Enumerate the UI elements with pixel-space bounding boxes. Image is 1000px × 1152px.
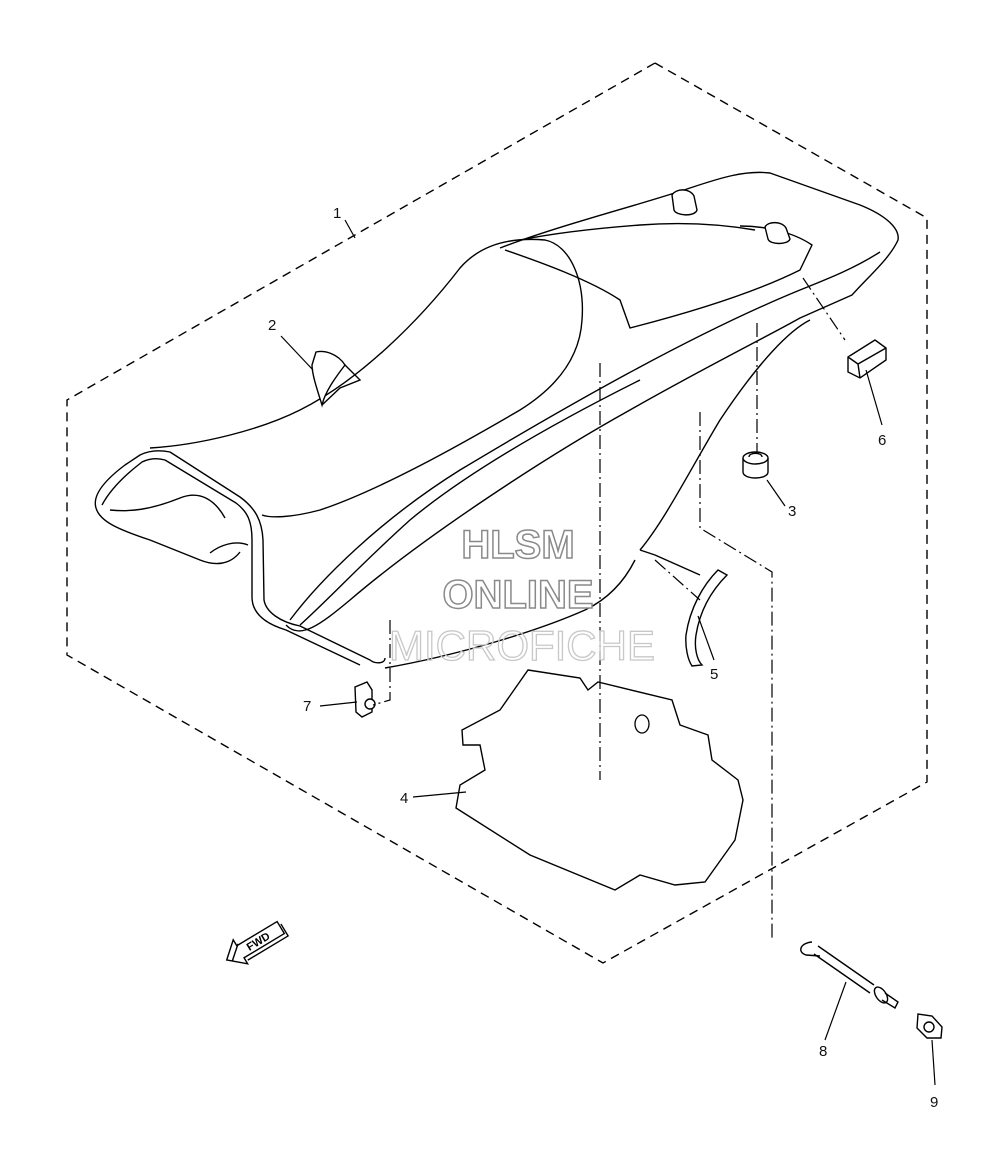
- part-rubber-pad: [847, 339, 887, 379]
- callout-3: 3: [788, 503, 796, 520]
- fwd-arrow-icon: FWD: [225, 920, 290, 965]
- watermark: HLSM ONLINE MICROFICHE: [388, 522, 655, 669]
- part-bolt: [800, 941, 899, 1009]
- leader-lines: [280, 219, 936, 1086]
- watermark-line-2: ONLINE: [442, 573, 593, 617]
- watermark-line-3: MICROFICHE: [389, 622, 655, 669]
- part-clip-nut: [354, 681, 376, 718]
- guide-lines: [372, 277, 846, 940]
- part-under-sheet-hole: [634, 714, 650, 734]
- fwd-label: FWD: [245, 930, 273, 953]
- callout-1: 1: [333, 205, 341, 222]
- part-damper: [742, 451, 769, 479]
- callout-5: 5: [710, 666, 718, 683]
- part-nut: [916, 1013, 943, 1039]
- part-band: [685, 569, 729, 667]
- seat-assembly: [94, 171, 899, 669]
- callout-8: 8: [819, 1043, 827, 1060]
- callout-4: 4: [400, 790, 408, 807]
- callout-7: 7: [303, 698, 311, 715]
- callout-9: 9: [930, 1094, 938, 1111]
- callout-6: 6: [878, 432, 886, 449]
- part-under-sheet: [455, 669, 744, 891]
- assembly-boundary: [66, 62, 928, 964]
- part-tape: [311, 350, 362, 408]
- watermark-line-1: HLSM: [461, 523, 574, 567]
- callout-2: 2: [268, 317, 276, 334]
